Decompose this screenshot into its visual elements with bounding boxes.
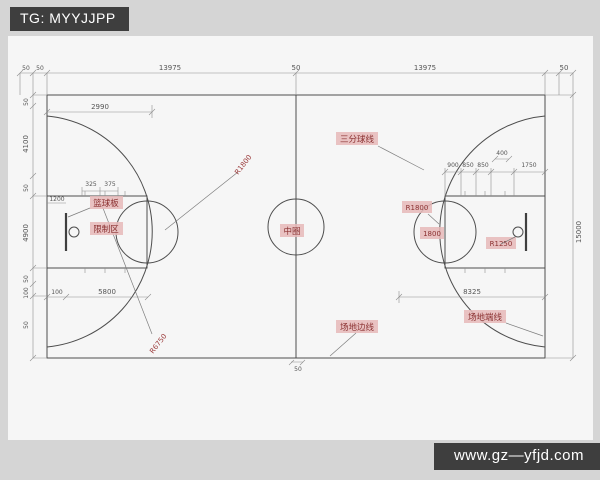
dim-label: 100	[23, 287, 30, 299]
dimension-ticks	[569, 91, 577, 362]
dim-label: 15000	[575, 221, 583, 243]
right-hoop	[512, 226, 524, 238]
leader-line	[329, 332, 357, 357]
radius-label: R1800	[406, 204, 429, 212]
dim-label: 1200	[49, 196, 64, 203]
dimension-ticks	[441, 168, 549, 176]
leader-line	[164, 171, 239, 231]
dimension-line	[32, 94, 47, 359]
left-hoop	[68, 226, 80, 238]
leader-line	[427, 213, 440, 225]
dimension-ticks	[43, 108, 156, 116]
annotation-sideline: 场地边线	[336, 320, 378, 333]
dim-label: 50	[292, 64, 301, 72]
dimension-line	[47, 105, 153, 118]
dim-label: 1750	[521, 162, 536, 169]
dim-label: 850	[477, 162, 489, 169]
right-free-throw-circle	[413, 200, 477, 264]
dim-label: 900	[447, 162, 459, 169]
radius-callouts-group: R1800 R6750 R1800 1800 R1250	[100, 153, 516, 355]
footer-url-text: www.gz—yfjd.com	[453, 447, 584, 464]
annotation-three-point-line: 三分球线	[336, 132, 378, 145]
top-dimension-group: 50 50 13975 50 13975 50	[16, 64, 577, 95]
leader-line	[67, 207, 91, 218]
bottom-center-dimension-group: 50	[288, 359, 306, 373]
dim-label: 50	[36, 65, 44, 72]
annotation-label: 场地端线	[468, 312, 503, 323]
annotation-center-circle: 中圈	[280, 224, 304, 237]
right-lane-hash-marks	[464, 191, 506, 273]
dimension-line	[81, 187, 119, 196]
dim-label: 100	[51, 289, 63, 296]
three-point-arc-left	[46, 115, 153, 348]
highlight-box	[402, 201, 432, 213]
highlight-box	[90, 222, 123, 235]
leader-line	[377, 145, 425, 171]
right-dimension-group: 15000	[545, 91, 583, 362]
dimension-ticks	[16, 69, 577, 77]
highlight-box	[280, 224, 304, 237]
dim-label: 8325	[463, 288, 481, 296]
dim-label: 375	[104, 181, 116, 188]
dim-label: 4900	[22, 224, 30, 242]
dim-label: 50	[23, 184, 30, 192]
left-inner-dimension-group: 2990 325 375 1200 100 5800	[43, 103, 156, 301]
highlight-box	[420, 227, 444, 239]
right-inner-dimension-group: 900 850 850 1750 400 8325	[395, 150, 549, 303]
dimension-line	[395, 291, 549, 303]
highlight-box	[336, 320, 378, 333]
highlight-box	[464, 310, 506, 323]
dimension-line	[545, 94, 574, 359]
dim-label: 2990	[91, 103, 109, 111]
highlight-box	[90, 196, 123, 209]
radius-label: 1800	[423, 230, 441, 238]
highlight-box	[336, 132, 378, 145]
center-circle-shape	[267, 198, 325, 256]
dimension-line	[444, 168, 545, 196]
left-dimension-group: 50 4100 50 4900 50 100 50	[22, 91, 47, 362]
dimension-line	[491, 155, 513, 163]
annotation-label: 场地边线	[340, 322, 375, 333]
annotation-label: 篮球板	[93, 198, 119, 209]
annotation-backboard: 篮球板	[90, 196, 123, 209]
annotation-label: 中圈	[283, 226, 300, 237]
dimension-line	[19, 72, 574, 95]
right-key-rect	[444, 195, 546, 269]
annotation-endline: 场地端线	[464, 310, 506, 323]
dimension-ticks	[29, 91, 37, 362]
dim-label: 13975	[414, 64, 436, 72]
radius-callout: R1800	[402, 201, 432, 213]
annotation-label: 限制区	[93, 224, 119, 235]
dim-label: 50	[23, 321, 30, 329]
dim-label: 400	[496, 150, 508, 157]
radius-callout: 1800	[420, 227, 444, 239]
leader-line	[500, 236, 516, 245]
left-lane-hash-marks	[84, 191, 126, 273]
dim-label: 4100	[22, 135, 30, 153]
dim-label: 850	[462, 162, 474, 169]
annotations-group: 三分球线 中圈 篮球板 限制区 场地边线	[67, 132, 544, 357]
dim-label: 50	[22, 65, 30, 72]
annotation-restricted-area: 限制区	[90, 222, 123, 235]
annotation-label: 三分球线	[340, 134, 375, 145]
dim-label: 13975	[159, 64, 181, 72]
dim-label: 50	[560, 64, 569, 72]
watermark-text: TG: MYYJJPP	[20, 10, 116, 26]
dimension-line	[43, 293, 152, 301]
dimension-line	[288, 359, 306, 366]
dim-label: 50	[23, 275, 30, 283]
dim-label: 325	[85, 181, 97, 188]
leader-line	[505, 322, 544, 337]
dim-label: 50	[23, 98, 30, 106]
dim-label: 5800	[98, 288, 116, 296]
dim-label: 50	[294, 366, 302, 373]
watermark-banner: TG: MYYJJPP	[10, 7, 129, 31]
footer-url-banner: www.gz—yfjd.com	[433, 443, 600, 470]
